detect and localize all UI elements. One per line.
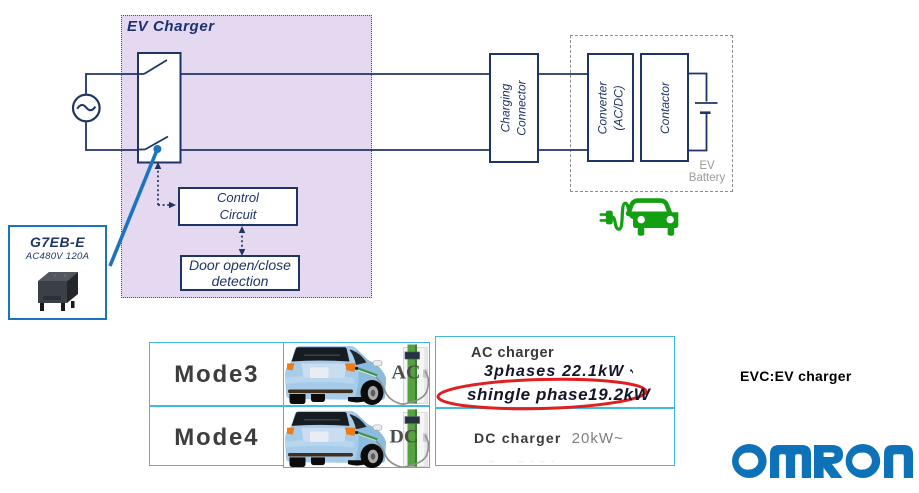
svg-text:DC: DC [390,425,419,447]
svg-text:AC: AC [392,362,421,384]
